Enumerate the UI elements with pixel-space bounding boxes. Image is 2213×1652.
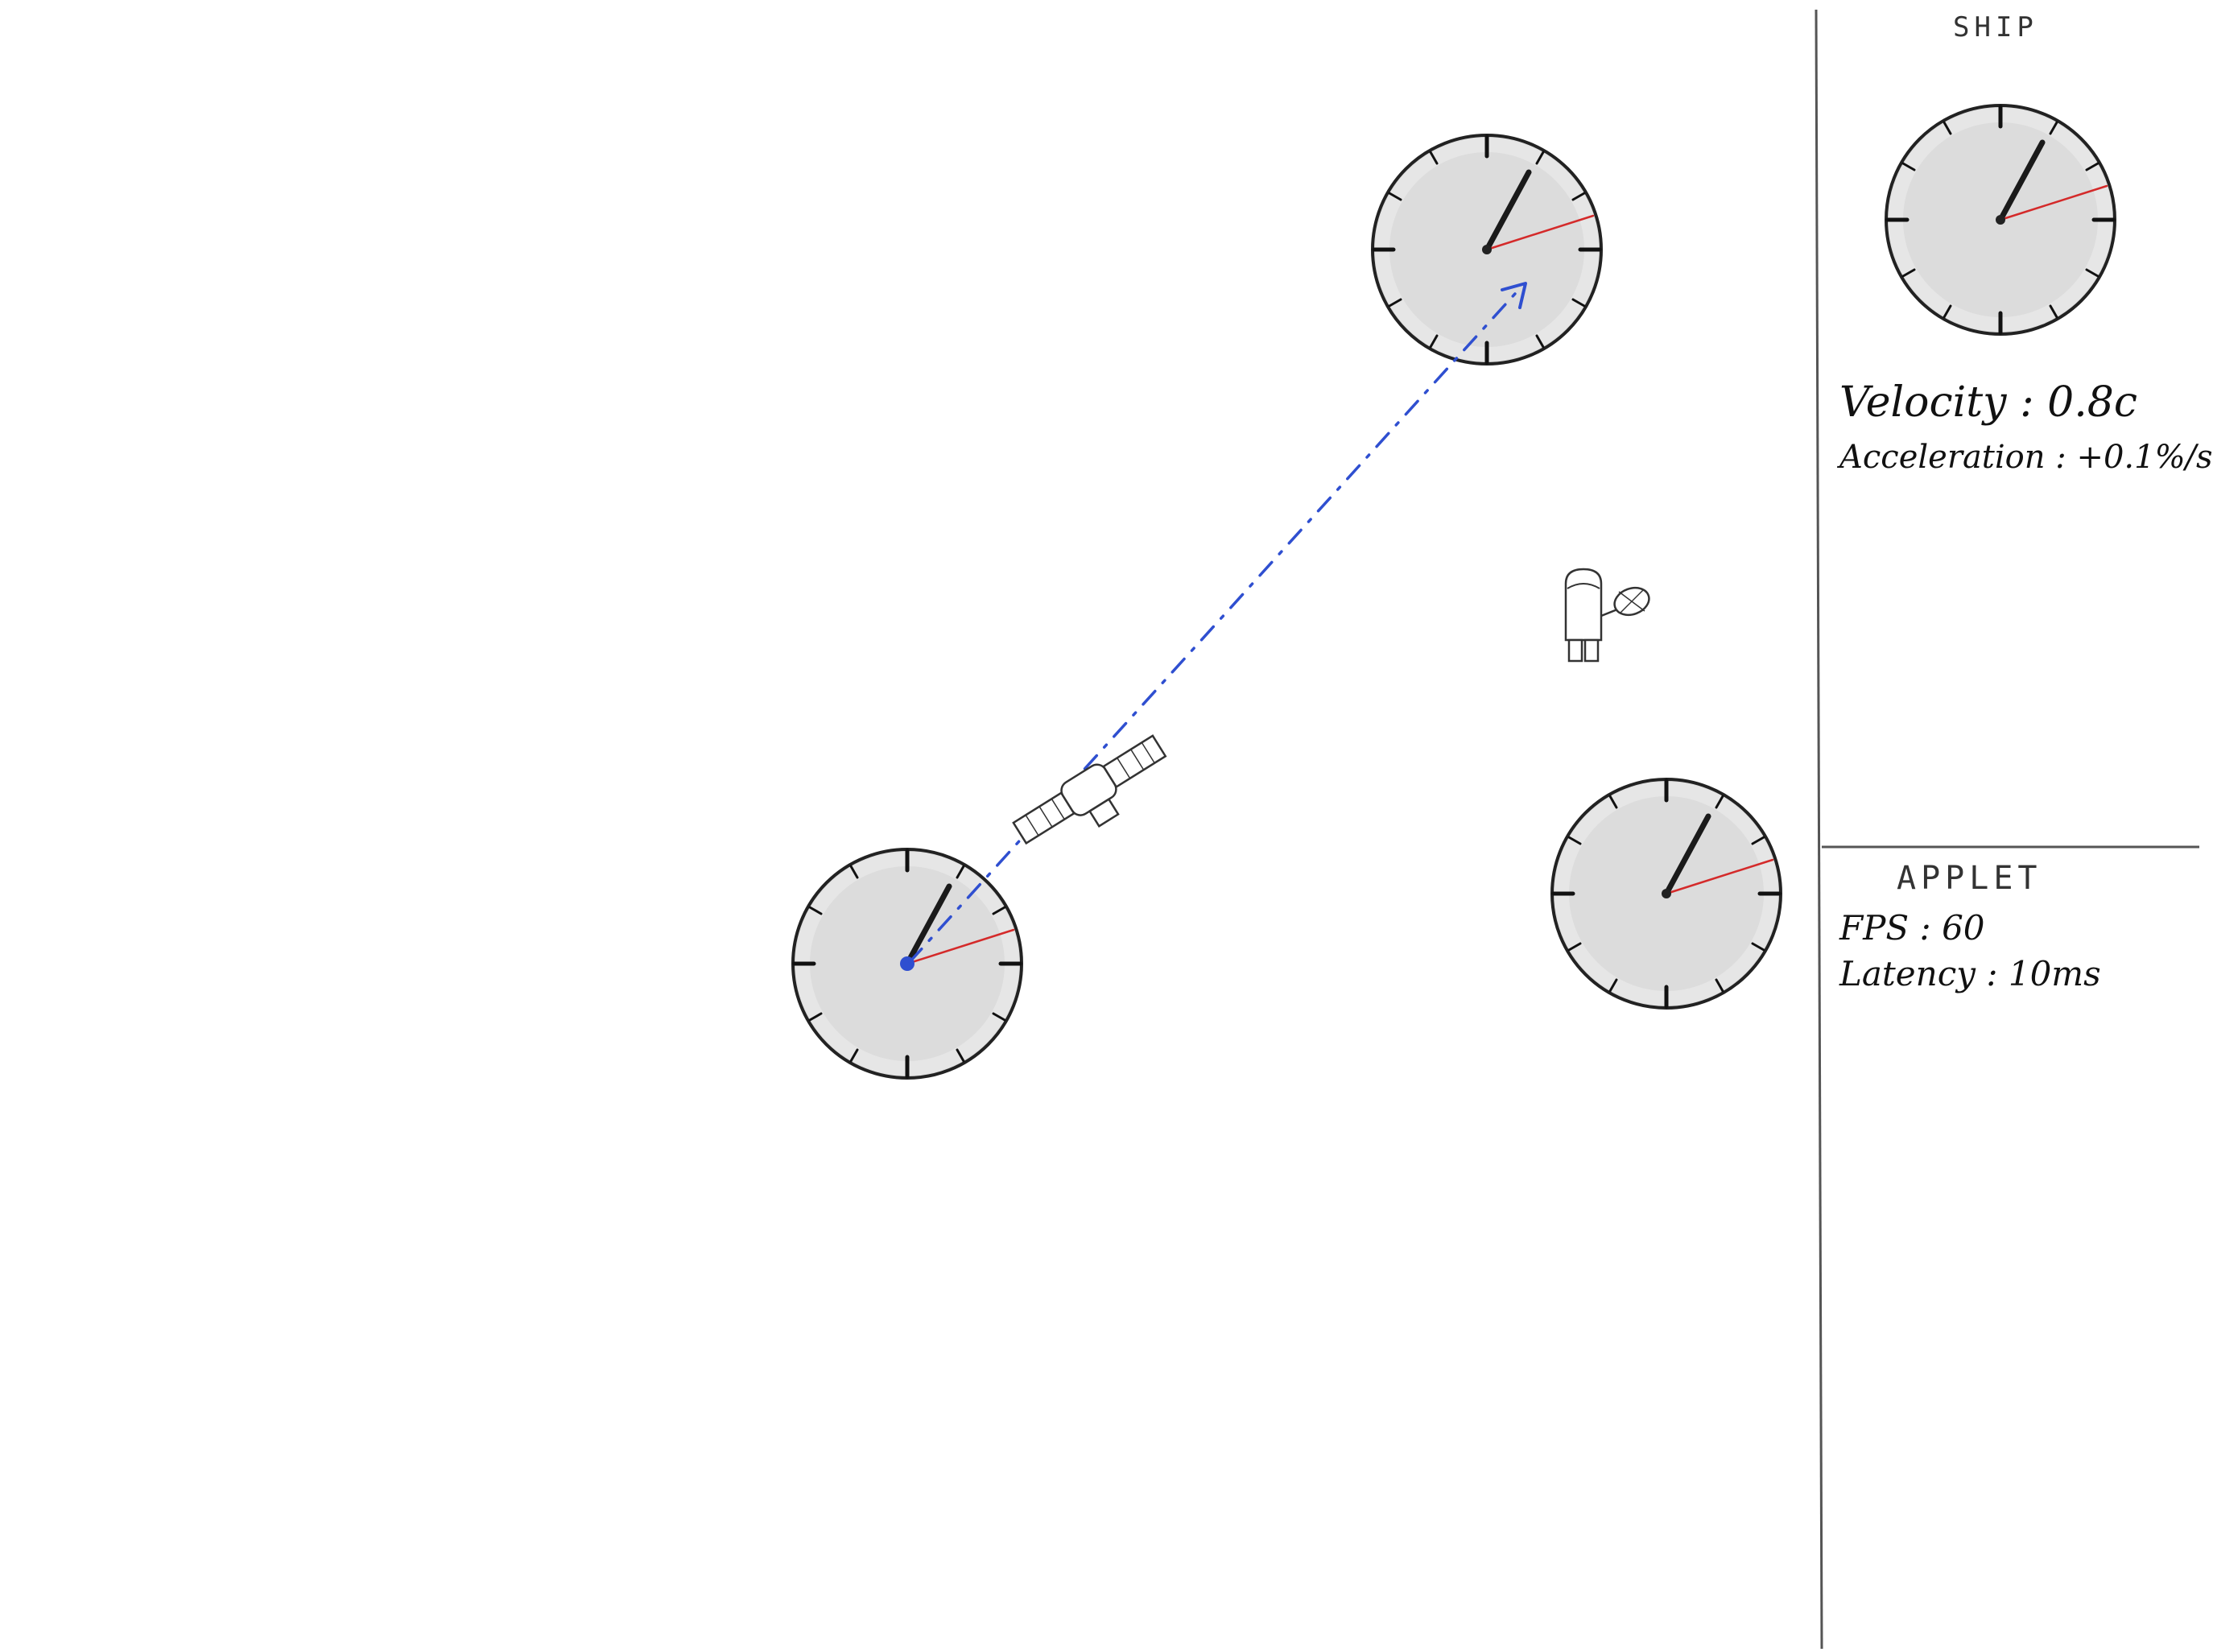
fps-readout: FPS : 60	[1839, 908, 1985, 948]
ship-clock-icon	[1886, 105, 2115, 334]
acceleration-value: +0.1%/s	[2076, 439, 2213, 476]
clock-top[interactable]	[1373, 135, 1601, 364]
astronaut-icon[interactable]	[1564, 568, 1653, 663]
acceleration-label: Acceleration	[1839, 439, 2046, 476]
applet-section-title: APPLET	[1897, 860, 2042, 897]
velocity-value: 0.8c	[2047, 378, 2137, 427]
latency-label: Latency	[1839, 954, 1976, 993]
satellite-icon[interactable]	[1010, 730, 1179, 864]
signal-path-arrow	[908, 282, 1527, 964]
velocity-label: Velocity	[1839, 378, 2007, 427]
fps-value: 60	[1942, 908, 1985, 948]
latency-readout: Latency : 10ms	[1839, 954, 2101, 993]
fps-colon: :	[1919, 908, 1943, 948]
latency-value: 10ms	[2008, 954, 2101, 993]
latency-colon: :	[1986, 954, 2009, 993]
acceleration-readout: Acceleration : +0.1%/s	[1839, 439, 2213, 476]
sidebar-frame	[1815, 9, 2199, 1650]
clock-right[interactable]	[1552, 779, 1781, 1008]
clock-source[interactable]	[793, 849, 1022, 1078]
ship-section-title: SHIP	[1953, 11, 2038, 43]
acceleration-colon: :	[2055, 439, 2077, 476]
velocity-readout: Velocity : 0.8c	[1839, 378, 2137, 427]
fps-label: FPS	[1839, 908, 1910, 948]
velocity-colon: :	[2020, 378, 2048, 427]
